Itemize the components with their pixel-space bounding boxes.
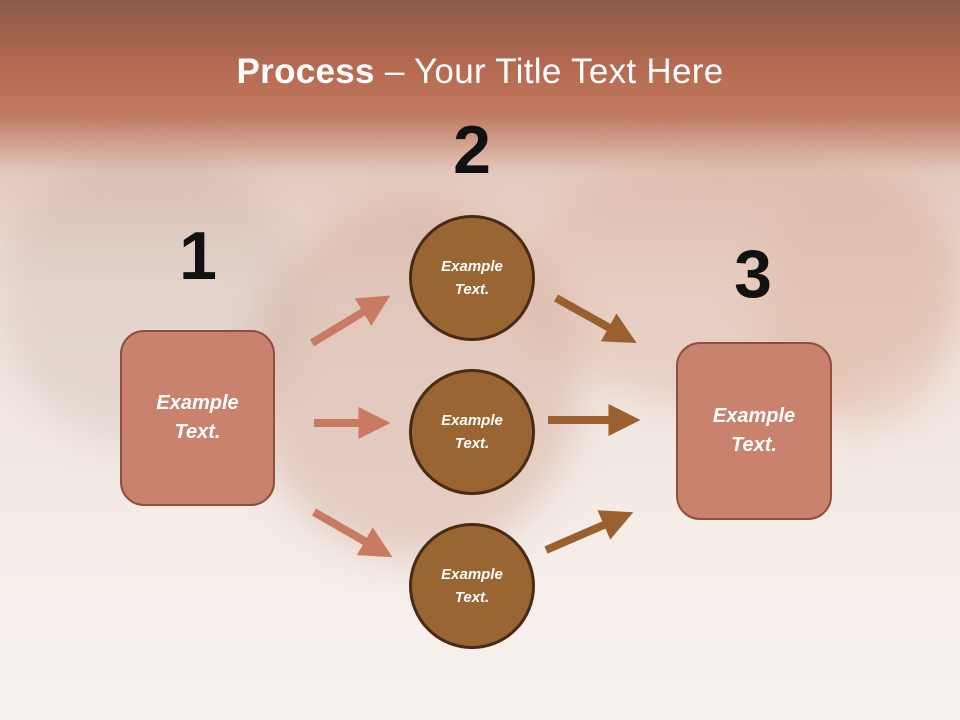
step-number-1: 1: [179, 218, 217, 294]
title-bold: Process: [236, 52, 375, 91]
circle-bottom-line1: Example: [441, 566, 503, 583]
step-2-circle-bottom: Example Text.: [409, 523, 535, 649]
step-2-circle-middle: Example Text.: [409, 369, 535, 495]
arrow-top-to-right: [554, 294, 637, 344]
circle-top-line2: Text.: [454, 281, 490, 298]
step-number-2: 2: [453, 112, 491, 188]
step-3-box-line2: Text.: [731, 434, 777, 456]
step-1-box-line1: Example: [156, 392, 239, 414]
circle-middle-line2: Text.: [454, 435, 490, 452]
step-1-box-line2: Text.: [174, 421, 221, 443]
step-2-circle-top: Example Text.: [409, 215, 535, 341]
circle-middle-line1: Example: [441, 412, 503, 429]
slide-title: Process – Your Title Text Here: [0, 52, 960, 92]
arrow-bottom-to-right: [544, 510, 634, 554]
step-number-3: 3: [734, 236, 772, 312]
circle-top-line1: Example: [441, 258, 503, 275]
step-3-box: Example Text.: [676, 342, 832, 520]
step-3-box-line1: Example: [712, 405, 796, 427]
circle-bottom-line2: Text.: [454, 589, 490, 606]
step-1-box: Example Text.: [120, 330, 275, 506]
arrow-left-to-top: [309, 295, 391, 347]
title-rest: – Your Title Text Here: [374, 52, 724, 91]
arrow-left-to-bottom: [312, 508, 393, 558]
